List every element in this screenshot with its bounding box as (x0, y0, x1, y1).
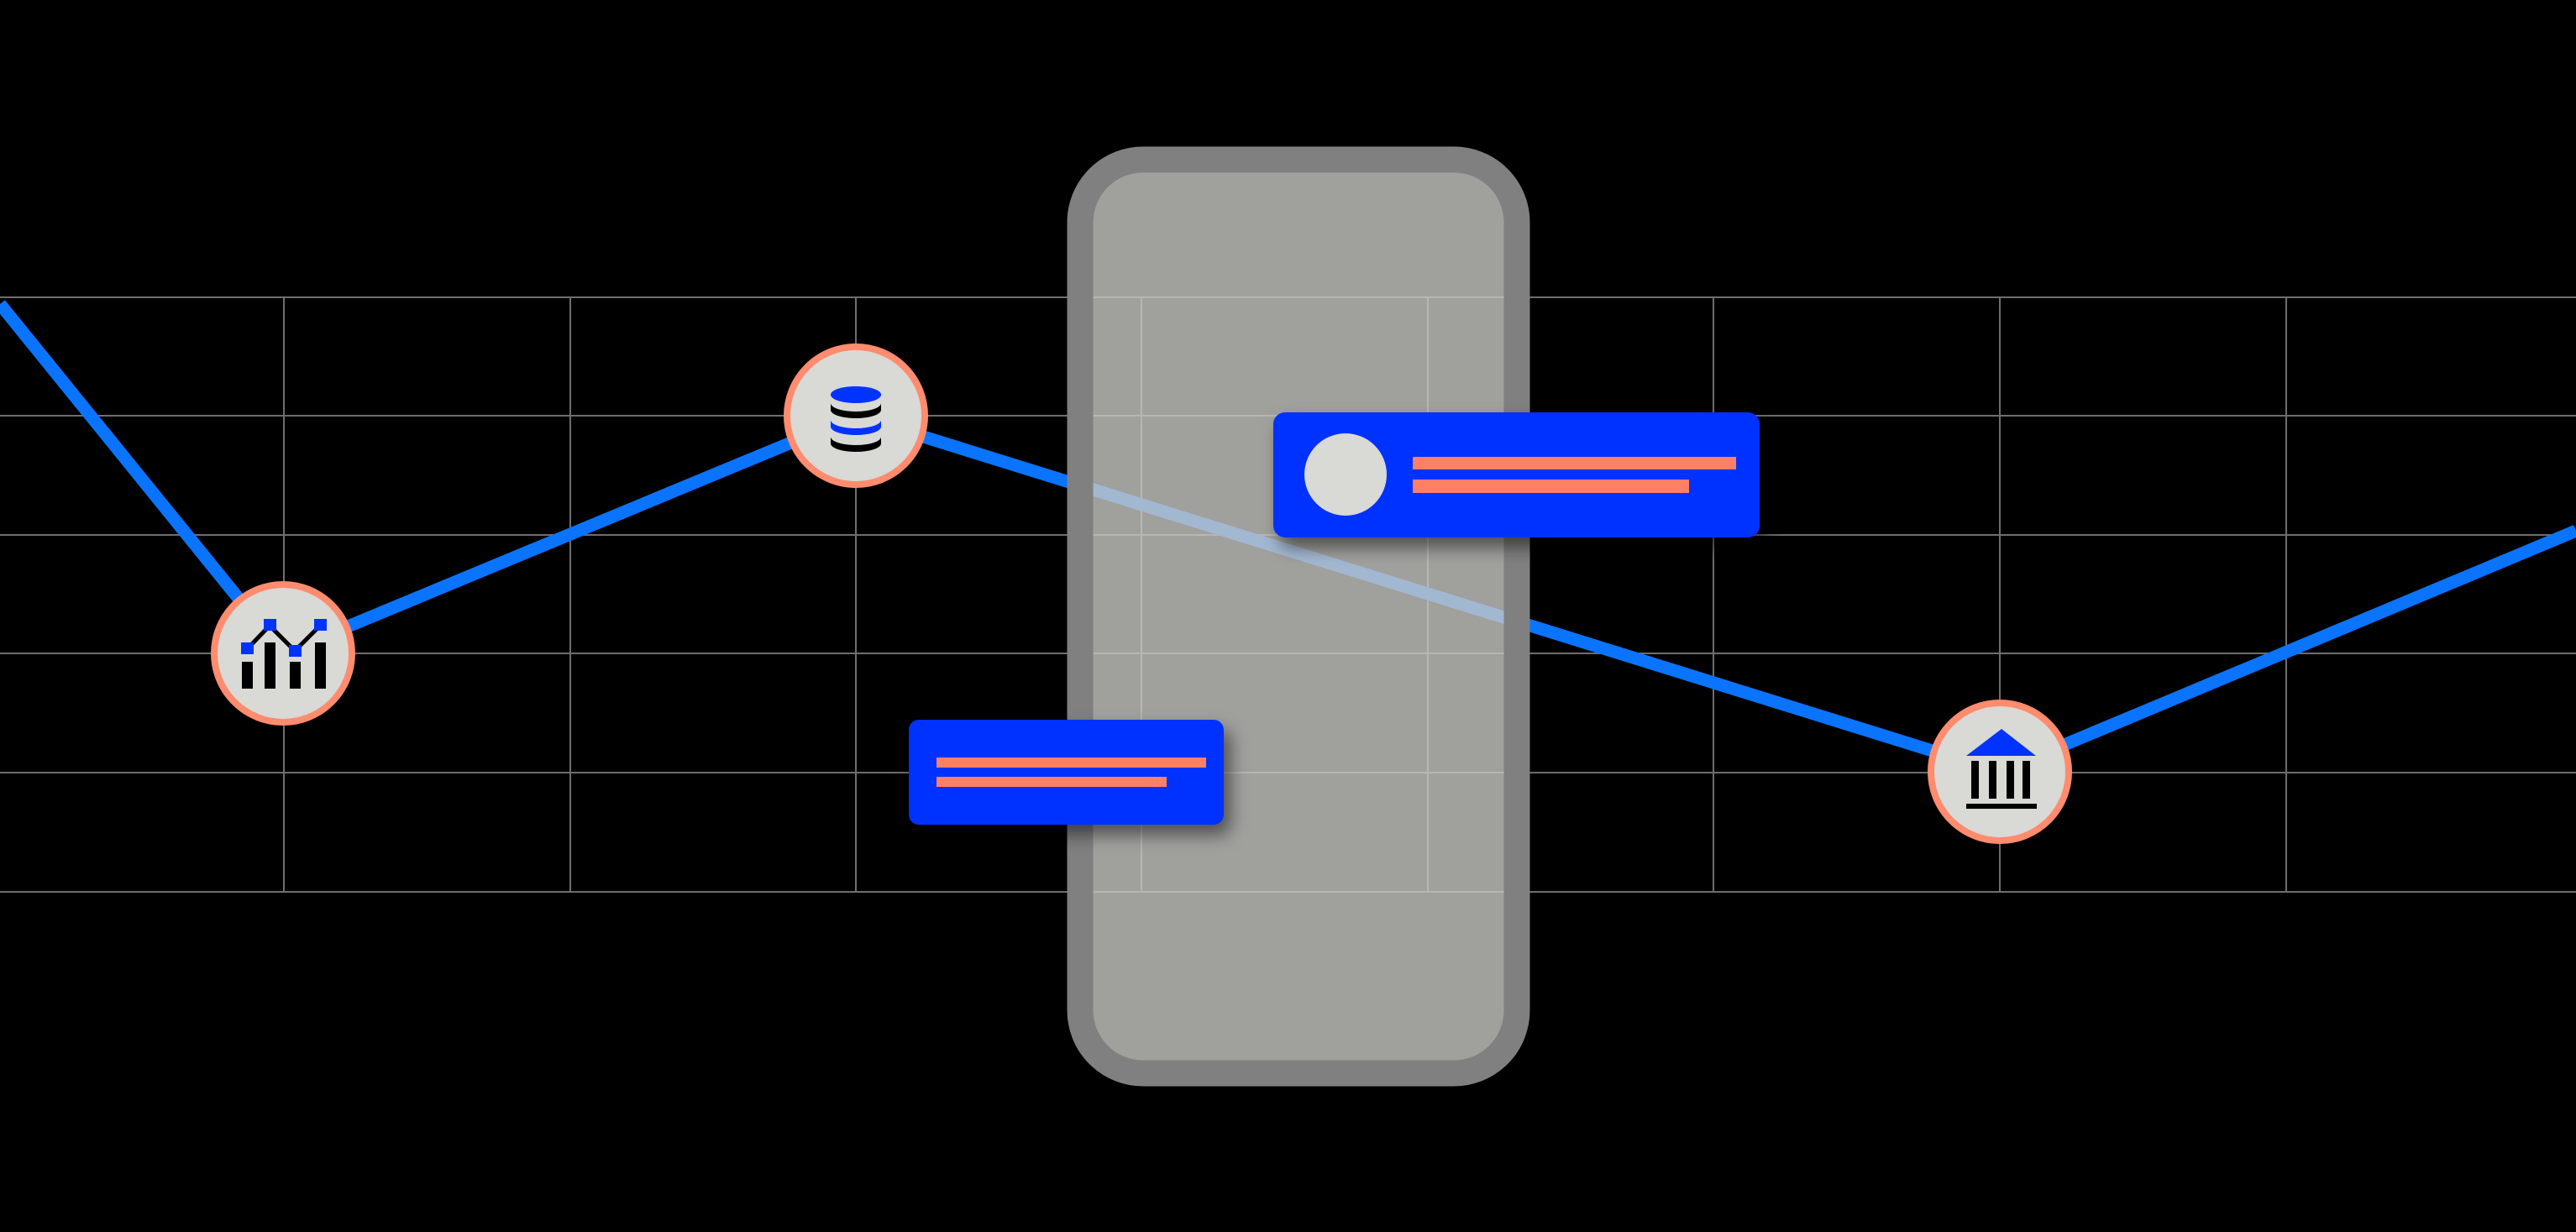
message-card (909, 720, 1224, 825)
text-line (1413, 480, 1689, 493)
text-line (1413, 457, 1736, 469)
node-chart (211, 581, 355, 726)
phone (1067, 146, 1530, 1087)
chart-icon (241, 619, 327, 689)
profile-card (1273, 412, 1760, 537)
node-database (784, 343, 928, 488)
bank-icon (1966, 729, 2037, 809)
database-icon (831, 386, 881, 452)
avatar-placeholder (1304, 433, 1387, 516)
text-line (936, 777, 1167, 787)
text-line (936, 758, 1206, 768)
node-bank (1928, 700, 2072, 844)
